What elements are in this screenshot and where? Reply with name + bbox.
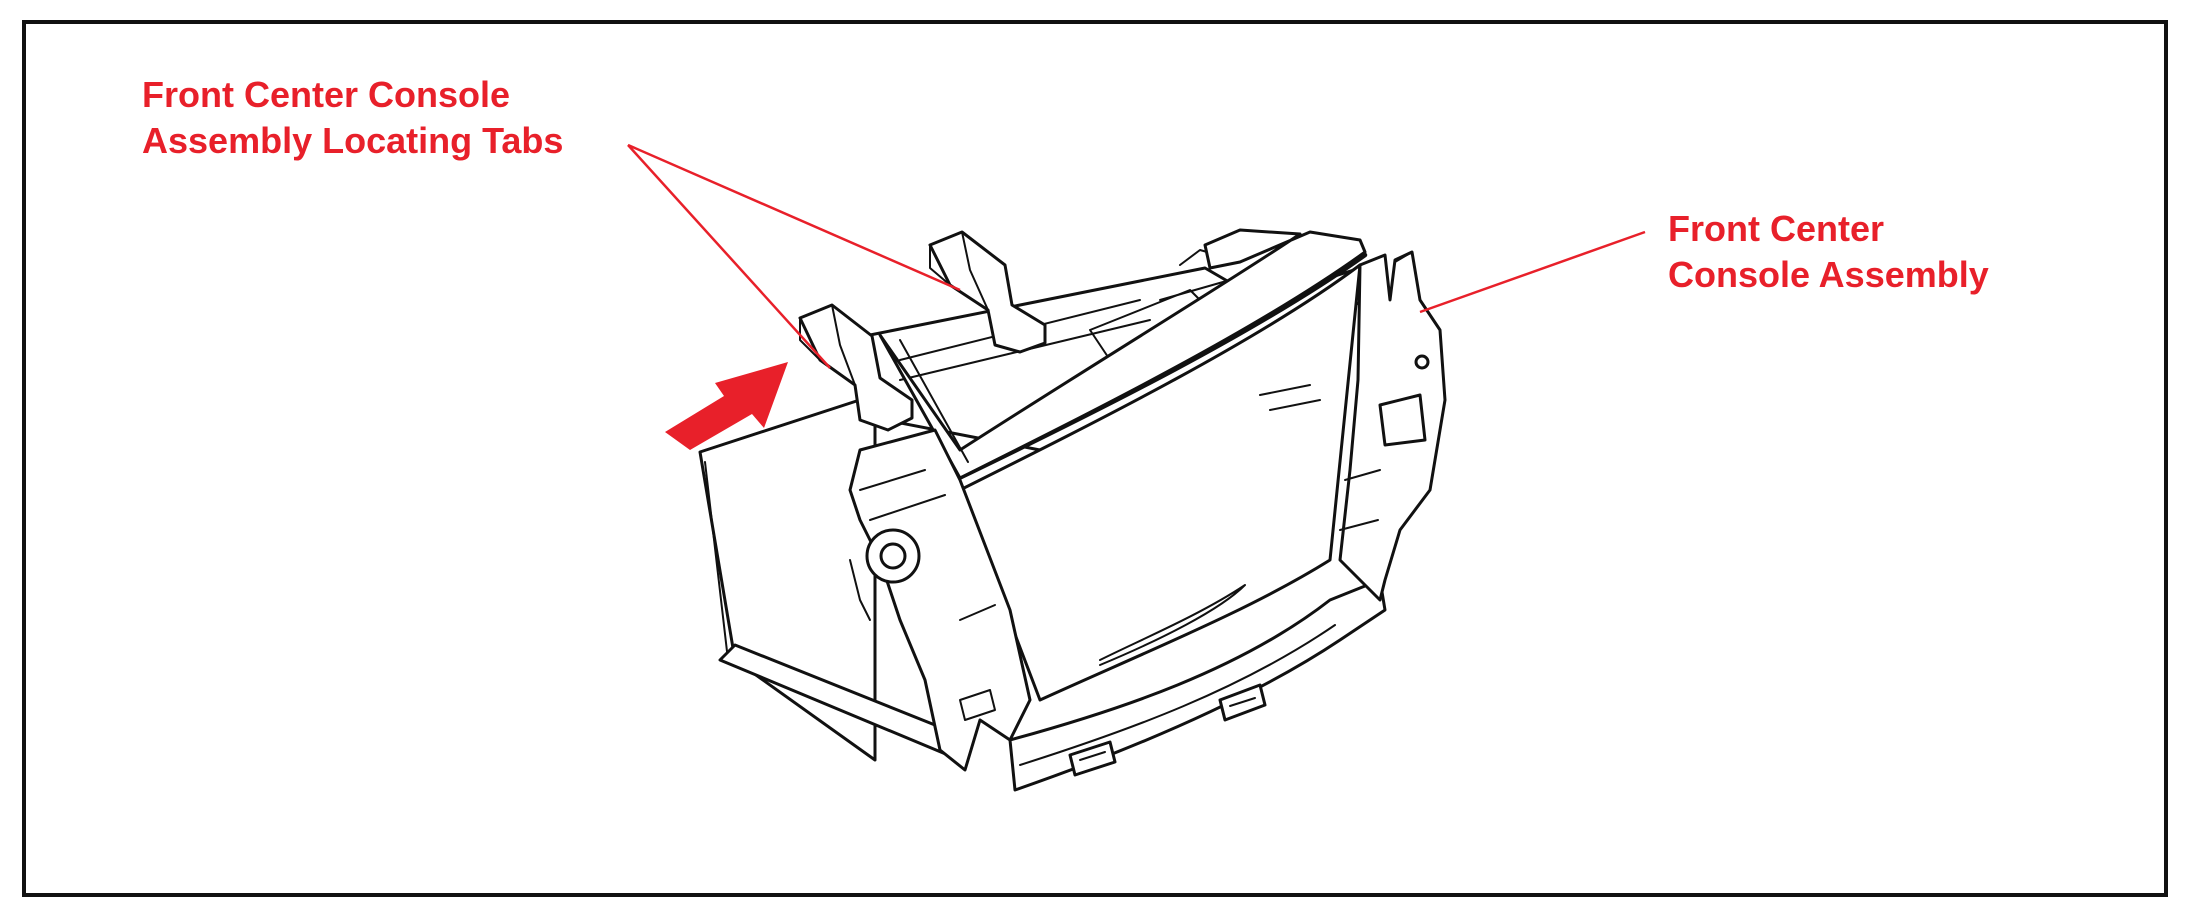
locating-tab-rear [928, 230, 1047, 354]
leader-lines [627, 143, 1646, 369]
arrow-right-up-icon [665, 362, 788, 450]
callout-console-assembly-line1: Front Center [1668, 208, 1884, 249]
console-bottom-rail [1008, 578, 1387, 792]
callout-console-assembly-line2: Console Assembly [1668, 254, 1989, 295]
leader-tabs-front [627, 144, 831, 369]
leader-tabs-rear [627, 143, 961, 292]
callout-locating-tabs: Front Center Console Assembly Locating T… [142, 72, 563, 164]
console-right-bracket [1338, 250, 1447, 602]
locating-tab-front [798, 303, 914, 432]
leader-console-assembly [1419, 230, 1646, 314]
console-top-rail [878, 228, 1367, 480]
callout-locating-tabs-line2: Assembly Locating Tabs [142, 120, 564, 161]
console-left-bracket [848, 428, 1032, 772]
callout-locating-tabs-line1: Front Center Console [142, 74, 511, 115]
callout-console-assembly: Front Center Console Assembly [1668, 206, 1989, 298]
